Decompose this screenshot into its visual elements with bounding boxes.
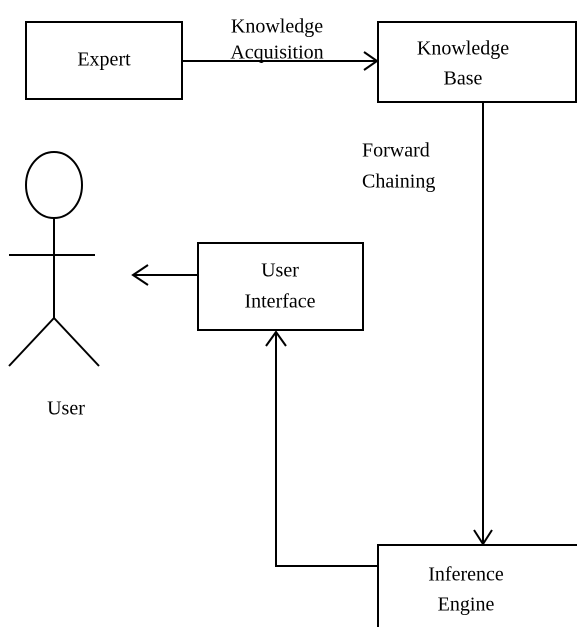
user-actor-icon [8,151,100,367]
user-interface-label-line1: User [261,260,299,282]
expert-node: Expert [25,21,183,100]
knowledge-base-label-line1: Knowledge [417,38,509,60]
forward-chaining-arrow [473,102,493,546]
knowledge-acquisition-label-line1: Knowledge [231,16,323,38]
knowledge-base-node: Knowledge Base [377,21,577,103]
knowledge-acquisition-label-line2: Acquisition [230,42,323,64]
inference-engine-label-line1: Inference [428,564,504,586]
user-interface-node: User Interface [197,242,364,331]
inference-to-interface-arrow [265,330,378,567]
user-label: User [47,398,85,420]
expert-label: Expert [77,49,131,71]
interface-to-user-arrow [131,264,198,286]
inference-engine-node: Inference Engine [377,544,577,627]
forward-chaining-label-line1: Forward [362,140,430,162]
user-interface-label-line2: Interface [244,291,315,313]
inference-engine-label-line2: Engine [438,594,495,616]
forward-chaining-label-line2: Chaining [362,171,435,193]
knowledge-base-label-line2: Base [444,68,483,90]
